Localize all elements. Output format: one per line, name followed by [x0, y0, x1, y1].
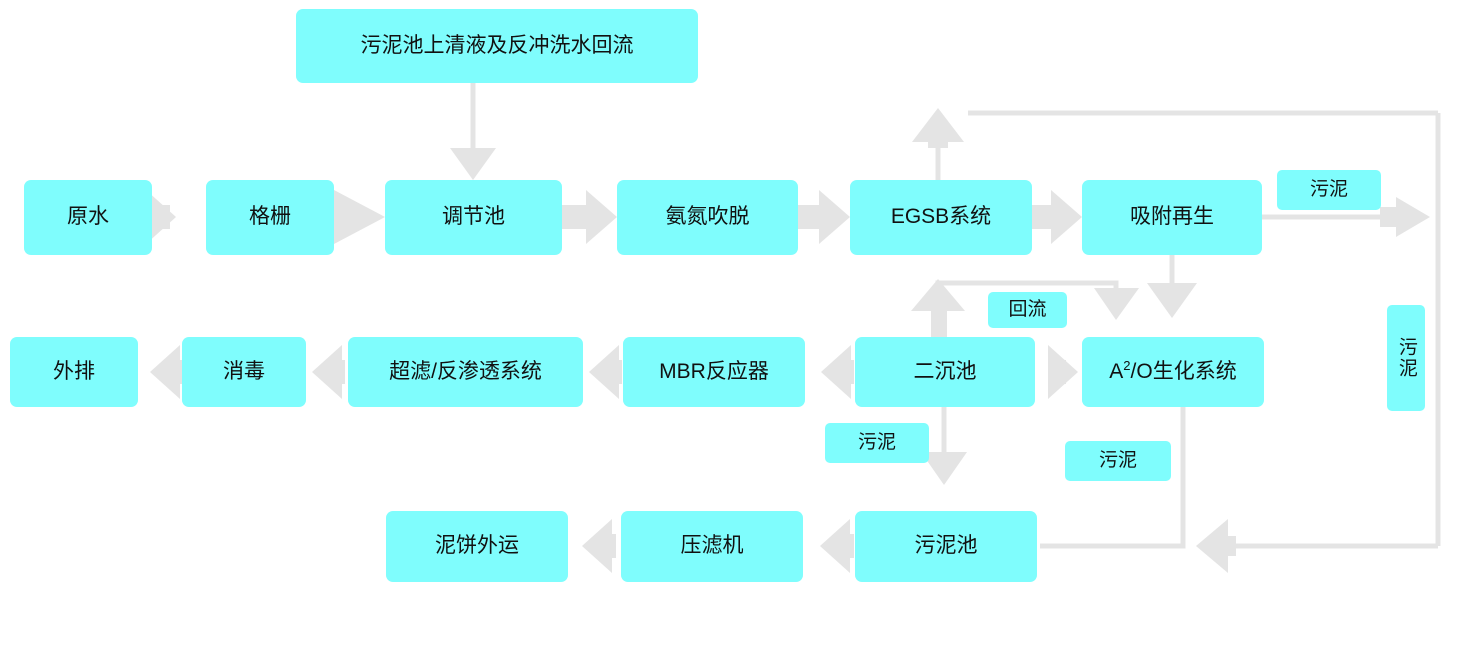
- arrow-stem-grille-to-regulating: [332, 205, 356, 229]
- arrow-stem-mbr-to-ufro: [604, 360, 622, 384]
- arrowhead-left-filterpress-to-mudcake: [582, 519, 612, 573]
- node-secondary-sedimentation-label: 二沉池: [913, 359, 977, 383]
- node-discharge-label: 外排: [53, 359, 95, 383]
- arrowhead-left-ao-to-secondary: [1048, 345, 1078, 399]
- node-regulating-tank[interactable]: 调节池: [385, 180, 562, 255]
- arrow-stem-left-rightloop: [1222, 536, 1236, 556]
- arrowhead-left-disinfection-to-discharge: [150, 345, 180, 399]
- node-mbr-reactor[interactable]: MBR反应器: [623, 337, 805, 407]
- arrow-stem-right-sludge-out: [1380, 207, 1400, 227]
- node-uf-ro-system[interactable]: 超滤/反渗透系统: [348, 337, 583, 407]
- node-filter-press-label: 压滤机: [680, 534, 744, 558]
- node-ammonia-stripping-label: 氨氮吹脱: [665, 205, 750, 229]
- node-disinfection-label: 消毒: [223, 359, 265, 383]
- node-ao-biochemical-label: A2/O生化系统: [1109, 359, 1236, 385]
- arrow-stem-regulating-to-ammonia: [562, 205, 592, 229]
- node-grille[interactable]: 格栅: [206, 180, 334, 255]
- label-sludge-right-vertical-text: 污泥: [1395, 337, 1417, 379]
- arrowhead-up-recirculation: [911, 279, 965, 311]
- label-sludge-right-top-text: 污泥: [1309, 179, 1348, 201]
- node-recycle-top[interactable]: 污泥池上清液及反冲洗水回流: [296, 9, 698, 83]
- arrowhead-left-rightloop: [1196, 519, 1228, 573]
- arrow-stem-egsb-to-adsorption: [1032, 205, 1057, 229]
- arrowhead-down-ao-1: [1147, 283, 1197, 318]
- node-recycle-top-label: 污泥池上清液及反冲洗水回流: [360, 33, 634, 57]
- arrow-stem-secondary-to-mbr: [836, 360, 854, 384]
- arrowhead-left-mbr-to-ufro: [589, 345, 619, 399]
- node-egsb-system[interactable]: EGSB系统: [850, 180, 1032, 255]
- label-sludge-from-ao: 污泥: [1065, 441, 1171, 481]
- arrowhead-left-ufro-to-disinfection: [312, 345, 342, 399]
- node-sludge-tank[interactable]: 污泥池: [855, 511, 1037, 582]
- arrowhead-right-regulating-to-ammonia: [586, 190, 617, 244]
- label-sludge-right-vertical: 污泥: [1387, 305, 1425, 411]
- node-uf-ro-system-label: 超滤/反渗透系统: [389, 359, 542, 383]
- label-sludge-from-secondary-text: 污泥: [857, 432, 896, 454]
- node-grille-label: 格栅: [249, 205, 291, 229]
- node-egsb-system-label: EGSB系统: [890, 205, 992, 229]
- arrowhead-left-secondary-to-mbr: [821, 345, 851, 399]
- node-filter-press[interactable]: 压滤机: [621, 511, 803, 582]
- arrow-stem-filterpress-to-mudcake: [598, 534, 616, 558]
- node-ammonia-stripping[interactable]: 氨氮吹脱: [617, 180, 798, 255]
- arrowhead-right-egsb-to-adsorption: [1051, 190, 1082, 244]
- arrow-stem-disinfection-to-discharge: [165, 360, 183, 384]
- node-ao-superscript: 2: [1123, 357, 1131, 373]
- arrowhead-left-sludgetank-to-filterpress: [820, 519, 850, 573]
- arrow-stem-raw-to-grille: [152, 205, 170, 229]
- node-secondary-sedimentation[interactable]: 二沉池: [855, 337, 1035, 407]
- label-sludge-from-secondary: 污泥: [825, 423, 929, 463]
- label-sludge-from-ao-text: 污泥: [1098, 450, 1137, 472]
- node-discharge[interactable]: 外排: [10, 337, 138, 407]
- node-adsorption-regeneration[interactable]: 吸附再生: [1082, 180, 1262, 255]
- node-mbr-reactor-label: MBR反应器: [659, 359, 769, 383]
- arrowhead-right-ammonia-to-egsb: [819, 190, 850, 244]
- node-ao-prefix: A: [1109, 359, 1124, 383]
- arrowhead-down-regulating: [450, 148, 496, 180]
- label-sludge-right-top: 污泥: [1277, 170, 1381, 210]
- node-mud-cake-transport[interactable]: 泥饼外运: [386, 511, 568, 582]
- node-ao-biochemical[interactable]: A2/O生化系统: [1082, 337, 1264, 407]
- node-ao-suffix: /O生化系统: [1130, 359, 1237, 383]
- node-raw-water[interactable]: 原水: [24, 180, 152, 255]
- arrowhead-right-grille-to-regulating: [334, 190, 385, 244]
- node-disinfection[interactable]: 消毒: [182, 337, 306, 407]
- arrowhead-down-ao-2: [1094, 288, 1139, 320]
- arrow-stem-up-recirculation: [931, 305, 947, 341]
- label-recirculation-text: 回流: [1008, 299, 1047, 321]
- arrowhead-up-egsb: [912, 108, 964, 142]
- arrowhead-right-sludge-out: [1396, 197, 1430, 237]
- arrow-stem-sludgetank-to-filterpress: [836, 534, 854, 558]
- arrow-stem-up-egsb: [928, 134, 948, 148]
- arrow-stem-ammonia-to-egsb: [798, 205, 825, 229]
- node-raw-water-label: 原水: [67, 205, 109, 229]
- arrow-stem-ao-to-secondary: [1048, 360, 1066, 384]
- arrow-stem-ufro-to-disinfection: [327, 360, 345, 384]
- node-regulating-tank-label: 调节池: [442, 205, 505, 229]
- node-adsorption-regeneration-label: 吸附再生: [1130, 205, 1214, 229]
- label-recirculation: 回流: [988, 292, 1067, 328]
- node-sludge-tank-label: 污泥池: [914, 534, 978, 558]
- node-mud-cake-transport-label: 泥饼外运: [435, 534, 519, 558]
